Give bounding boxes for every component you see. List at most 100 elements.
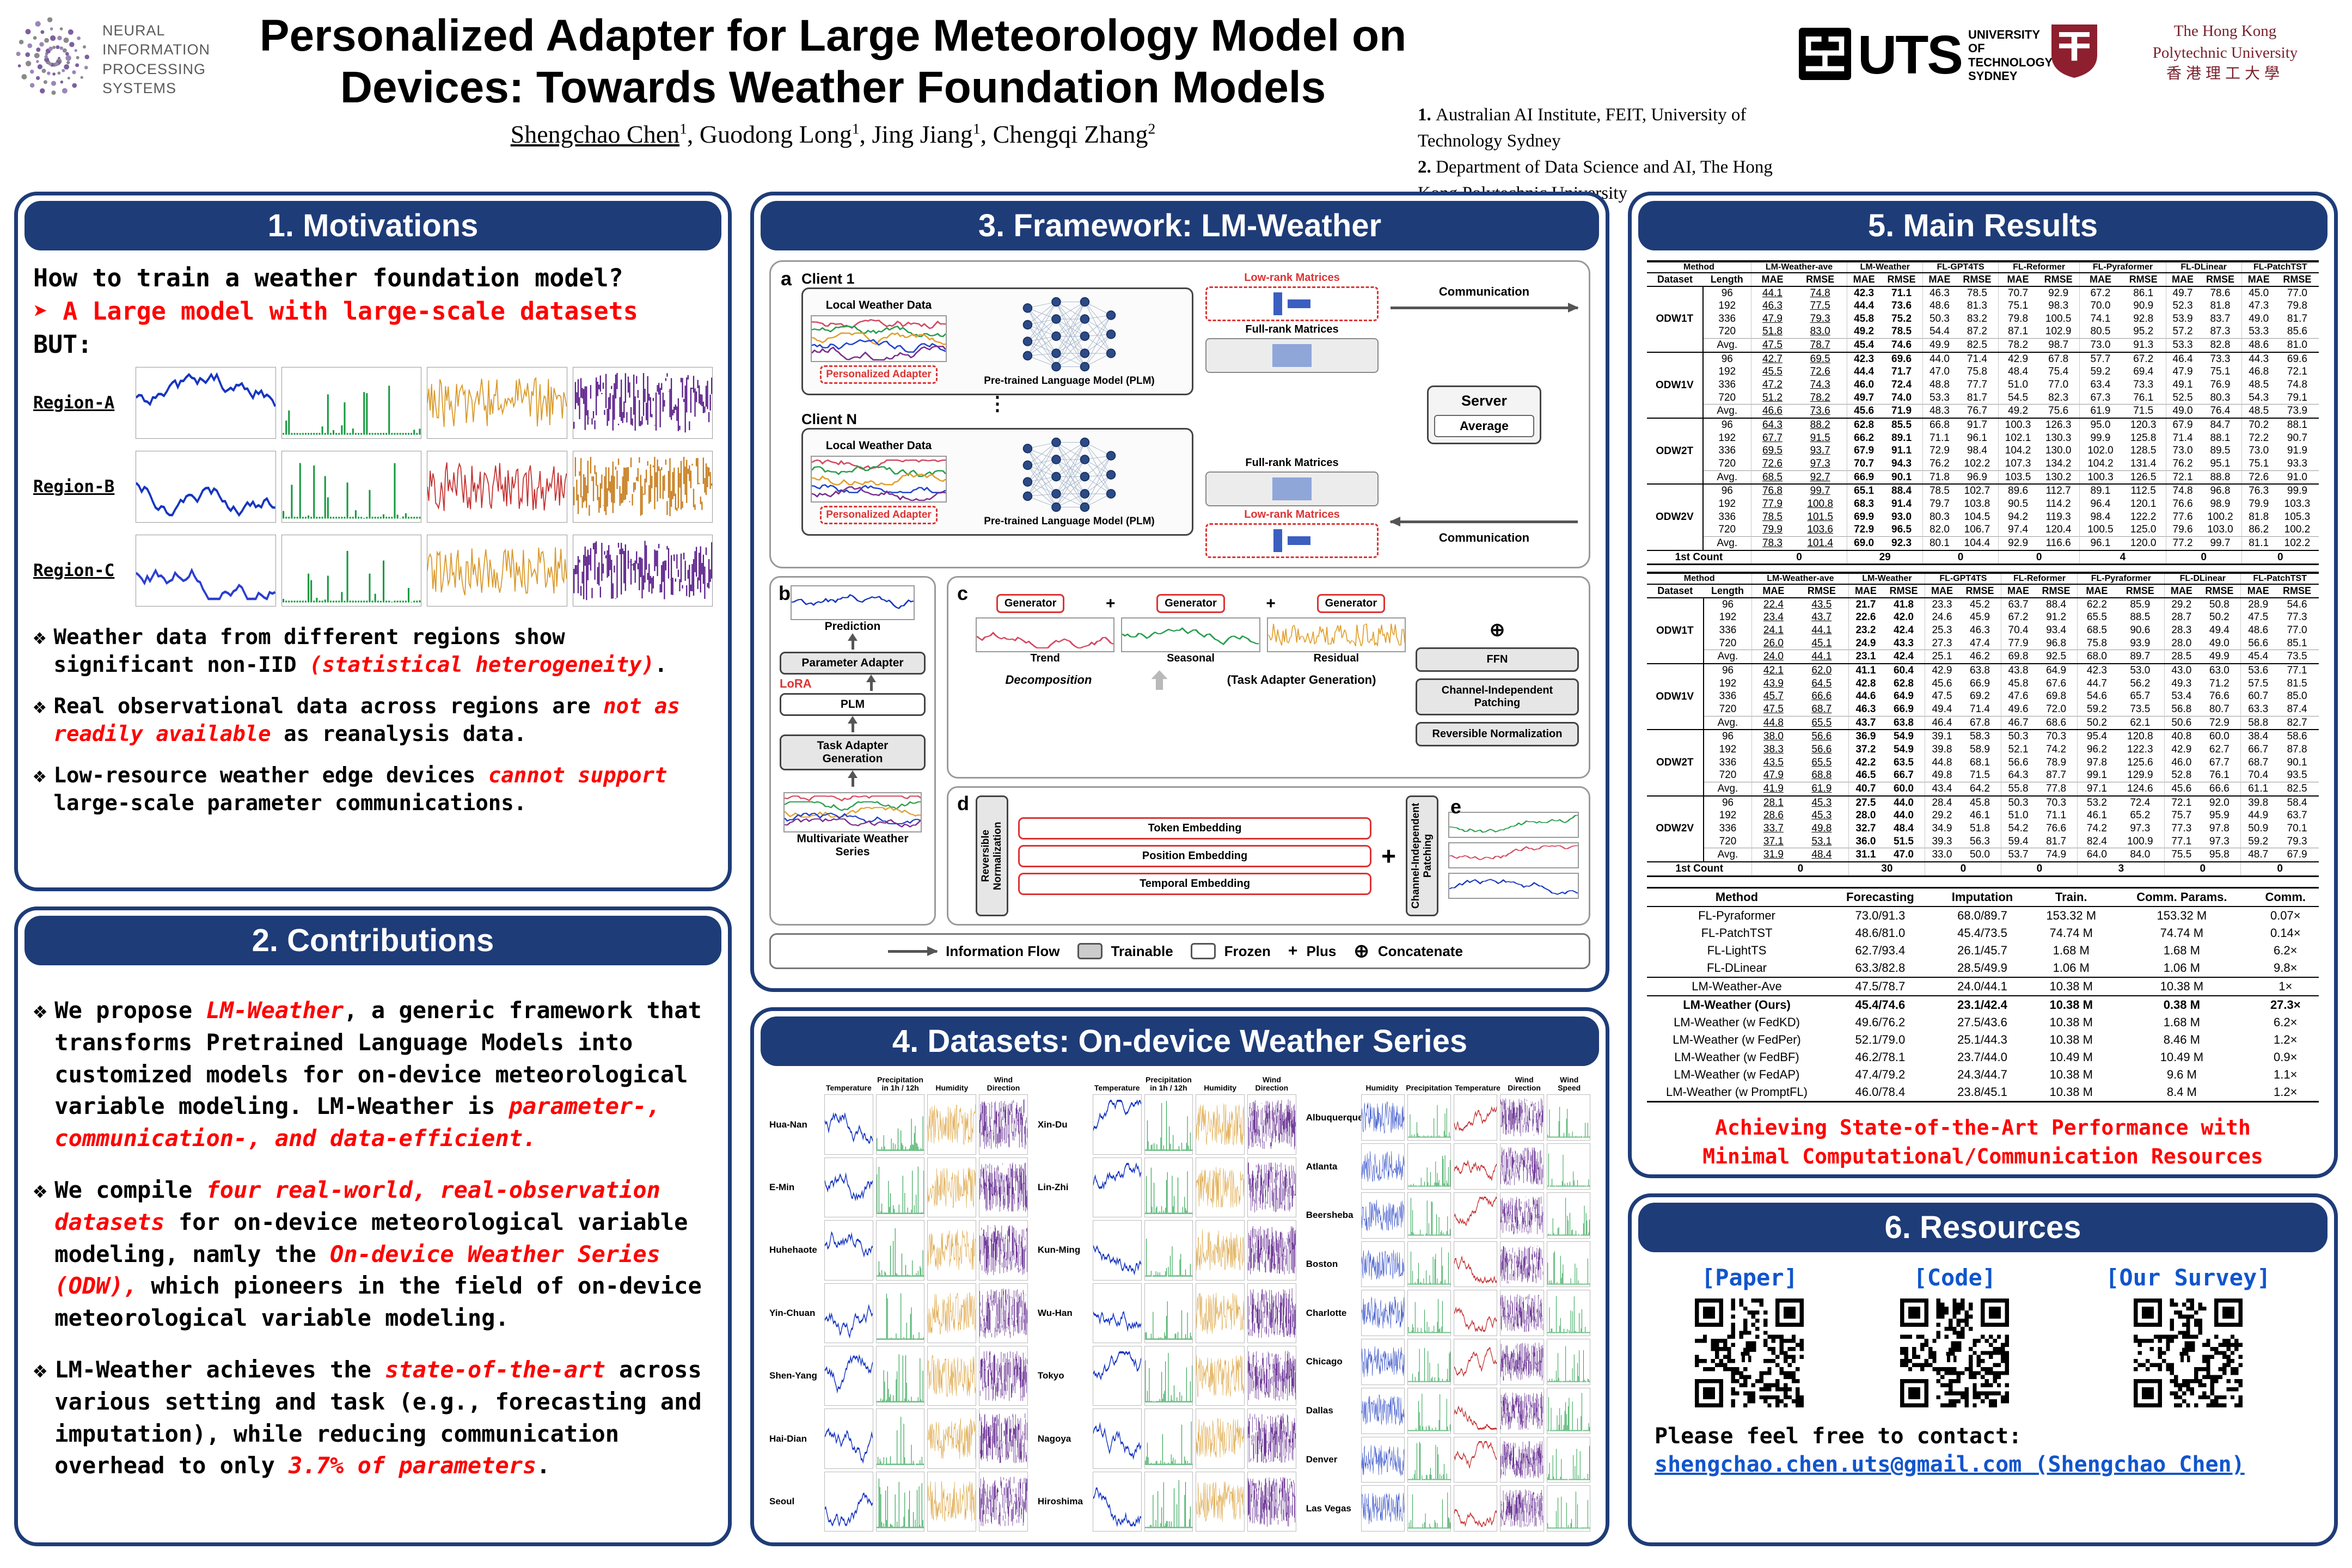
result-cell: 45.3 bbox=[1811, 810, 1832, 822]
result-cell: 91.9 bbox=[2287, 445, 2307, 457]
resources-body: [Paper][Code][Our Survey] Please feel fr… bbox=[1632, 1254, 2334, 1542]
result-cell: 70.4 bbox=[2240, 769, 2276, 782]
dataset-col-header: Wind Direction bbox=[1508, 1075, 1541, 1092]
result-cell: 59.2 bbox=[2079, 365, 2121, 379]
result-cell: 72.6 bbox=[1750, 457, 1794, 471]
result-cell: 63.8 bbox=[1882, 715, 1925, 730]
result-cell: 79.9 bbox=[2241, 498, 2276, 511]
reversible-normalization-box: Reversible Normalization bbox=[1416, 722, 1579, 746]
dataset-col-header: Temperature bbox=[1455, 1083, 1500, 1092]
result-cell: 70.7 bbox=[1847, 457, 1881, 471]
result-cell: 124.6 bbox=[2116, 781, 2165, 796]
result-cell: 50.9 bbox=[2240, 822, 2276, 835]
method-header: FL-Pyraformer bbox=[2079, 261, 2166, 273]
result-cell: 78.2 bbox=[1998, 338, 2038, 352]
client-n-data: Local Weather Data Personalized Adapter bbox=[811, 439, 947, 525]
result-cell: 100.8 bbox=[1807, 498, 1833, 510]
result-cell: 100.9 bbox=[2127, 835, 2153, 847]
result-cell: 81.1 bbox=[2241, 536, 2276, 550]
generator-row: Generator + Generator + Generator bbox=[976, 594, 1406, 613]
result-cell: 24.9 bbox=[1848, 636, 1883, 650]
result-cell: 79.3 bbox=[2287, 835, 2307, 847]
result-cell: 48.5 bbox=[2241, 378, 2276, 391]
result-cell: 46.6 bbox=[1750, 404, 1794, 419]
result-cell: 28.5 bbox=[2164, 650, 2198, 664]
result-cell: 90.5 bbox=[1998, 498, 2038, 511]
city-label: Seoul bbox=[769, 1496, 795, 1506]
result-cell: 49.2 bbox=[1847, 325, 1881, 339]
city-label: Yin-Chuan bbox=[769, 1307, 816, 1318]
mini-plot bbox=[1546, 1485, 1591, 1532]
result-cell: 42.4 bbox=[1893, 624, 1914, 636]
city-label: Dallas bbox=[1306, 1405, 1333, 1416]
uts-logo-text: UNIVERSITY OF TECHNOLOGY SYDNEY bbox=[1968, 28, 2053, 83]
result-cell: 80.5 bbox=[2079, 325, 2121, 339]
email-link[interactable]: shengchao.chen.uts@gmail.com bbox=[1655, 1452, 2022, 1477]
result-cell: 96.2 bbox=[2077, 743, 2116, 756]
multivariate-series-label: Multivariate Weather Series bbox=[797, 832, 909, 858]
mini-plot bbox=[875, 1283, 925, 1343]
result-cell: 67.8 bbox=[1958, 715, 2001, 730]
result-cell: 61.9 bbox=[2079, 404, 2121, 419]
eff-cell: 24.0/44.1 bbox=[1933, 976, 2031, 996]
qr-item: [Paper] bbox=[1695, 1264, 1804, 1407]
eff-cell: 10.38 M bbox=[2049, 1015, 2093, 1029]
result-cell: 47.5 bbox=[1925, 690, 1959, 703]
result-cell: 100.2 bbox=[2284, 524, 2311, 536]
result-cell: 77.5 bbox=[1810, 300, 1830, 312]
bullet-text: LM-Weather achieves the state-of-the-art… bbox=[54, 1356, 702, 1479]
mini-plot bbox=[1092, 1094, 1142, 1155]
result-cell: 66.6 bbox=[2198, 781, 2241, 796]
result-cell: 87.1 bbox=[1998, 325, 2038, 339]
dataset-row: Dallas bbox=[1306, 1387, 1591, 1434]
mini-plot bbox=[1500, 1387, 1544, 1434]
dataset-row: Hai-Dian bbox=[769, 1408, 1028, 1469]
mini-plot bbox=[875, 1157, 925, 1218]
result-cell: 66.9 bbox=[1893, 703, 1914, 715]
result-cell: 31.9 bbox=[1751, 848, 1795, 862]
mini-plot bbox=[979, 1220, 1028, 1281]
eff-header: Imputation bbox=[1933, 887, 2031, 907]
eff-cell: LM-Weather (w PromptFL) bbox=[1666, 1085, 1808, 1099]
result-cell: 48.4 bbox=[1893, 822, 1914, 834]
polyu-text-line1: The Hong Kong bbox=[2173, 22, 2277, 40]
result-cell: 52.8 bbox=[2164, 769, 2198, 782]
neurips-text-line1: NEURAL INFORMATION bbox=[102, 22, 210, 58]
matrix-bar bbox=[1288, 299, 1310, 308]
contact-line: Please feel free to contact: bbox=[1655, 1424, 2022, 1449]
result-cell: 51.0 bbox=[2001, 809, 2035, 822]
method-header: FL-PatchTST bbox=[2241, 261, 2319, 273]
eff-cell: 63.3/82.8 bbox=[1855, 960, 1906, 975]
title-block: Personalized Adapter for Large Meteorolo… bbox=[259, 10, 1407, 149]
vertical-dots: ⋮ bbox=[988, 392, 1007, 414]
result-cell: 48.7 bbox=[2240, 848, 2276, 862]
mini-plot bbox=[1196, 1094, 1245, 1155]
result-cell: 46.0 bbox=[1847, 378, 1881, 391]
concatenate-icon: ⊕ bbox=[1489, 620, 1505, 640]
personalized-adapter-box: Personalized Adapter bbox=[820, 506, 938, 525]
result-cell: 65.2 bbox=[2130, 810, 2151, 822]
eff-cell: 0.14× bbox=[2270, 926, 2301, 940]
residual-label: Residual bbox=[1313, 652, 1359, 664]
city-label: Hiroshima bbox=[1037, 1496, 1083, 1506]
result-cell: 48.4 bbox=[1794, 848, 1849, 862]
arrowhead-icon: ➤ bbox=[33, 297, 63, 326]
result-cell: 71.4 bbox=[1956, 351, 1999, 366]
result-cell: 70.1 bbox=[2287, 822, 2307, 834]
result-cell: 129.9 bbox=[2127, 769, 2153, 781]
decomposition-block: Generator + Generator + Generator Trend … bbox=[976, 594, 1406, 771]
mini-plot bbox=[927, 1345, 977, 1406]
bullet-icon: ❖ bbox=[33, 694, 46, 719]
result-cell: 45.4 bbox=[2240, 650, 2276, 664]
result-cell: 43.7 bbox=[1848, 715, 1883, 730]
result-cell: 81.3 bbox=[1967, 300, 1987, 312]
